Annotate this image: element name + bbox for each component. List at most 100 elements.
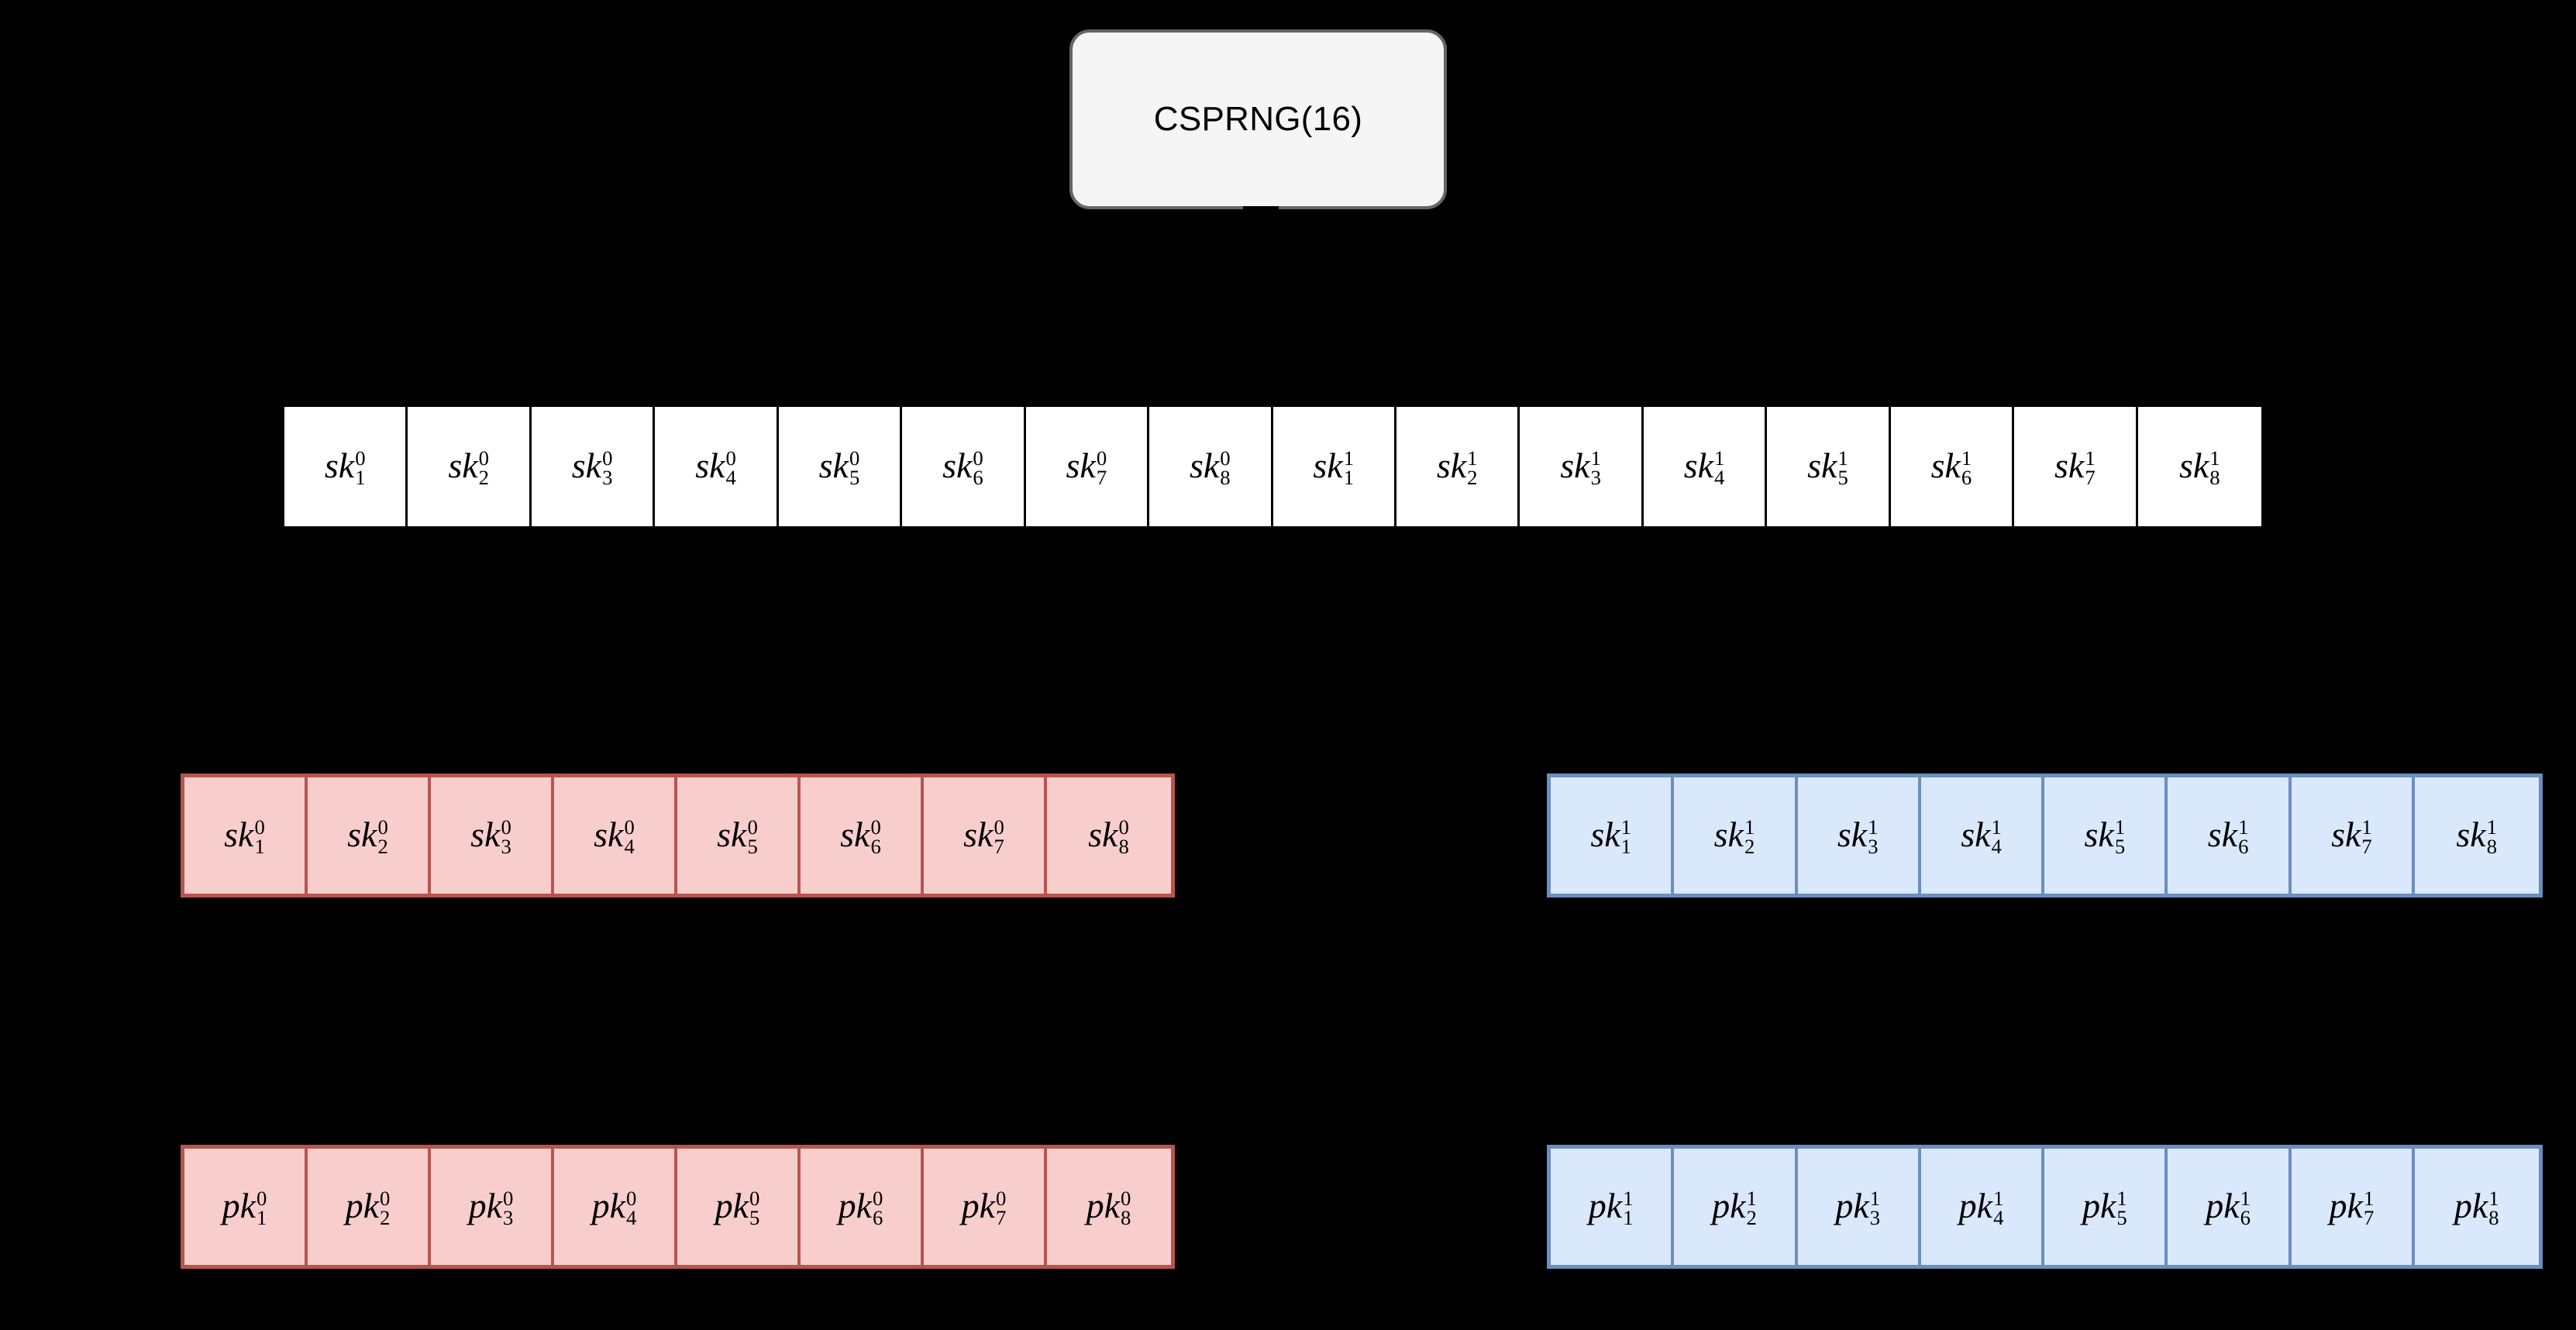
csprng-node[interactable]: CSPRNG(16) (1069, 29, 1447, 209)
key-subscript: 1 (1343, 465, 1355, 489)
key-base: sk (1930, 445, 1961, 485)
key-subscript: 6 (2238, 834, 2249, 858)
key-subscript: 8 (2488, 1205, 2499, 1229)
key-superscript: 1 (2488, 1186, 2499, 1210)
key-superscript: 0 (254, 815, 265, 839)
key-base: pk (345, 1185, 380, 1225)
key-superscript: 0 (1121, 1186, 1131, 1210)
key-base: pk (222, 1185, 257, 1225)
key-base: sk (840, 814, 870, 854)
key-superscript: 0 (749, 1186, 760, 1210)
key-subscript: 6 (973, 465, 983, 489)
key-base: sk (1189, 445, 1220, 485)
key-superscript: 1 (1343, 446, 1355, 470)
key-subscript: 8 (1118, 834, 1129, 858)
key-base: sk (594, 814, 624, 854)
key-base: sk (963, 814, 994, 854)
key-superscript: 1 (2486, 815, 2498, 839)
csprng-label: CSPRNG(16) (1153, 100, 1363, 138)
key-subscript: 1 (254, 834, 265, 858)
key-subscript: 8 (2209, 465, 2220, 489)
key-base: sk (2456, 814, 2486, 854)
key-base: pk (961, 1185, 996, 1225)
key-superscript: 1 (2361, 815, 2372, 839)
key-base: pk (591, 1185, 626, 1225)
key-superscript: 0 (602, 446, 613, 470)
key-superscript: 0 (624, 815, 635, 839)
key-subscript: 4 (725, 465, 736, 489)
key-subscript: 5 (849, 465, 860, 489)
key-subscript: 1 (1620, 834, 1631, 858)
key-base: pk (2206, 1185, 2240, 1225)
key-superscript: 1 (1590, 446, 1601, 470)
key-base: sk (1560, 445, 1590, 485)
key-base: pk (1588, 1185, 1623, 1225)
key-superscript: 1 (2238, 815, 2249, 839)
key-base: sk (1683, 445, 1714, 485)
key-subscript: 5 (747, 834, 758, 858)
key-base: sk (1713, 814, 1744, 854)
key-superscript: 1 (2363, 1186, 2375, 1210)
key-superscript: 1 (1746, 1186, 1757, 1210)
key-base: sk (2331, 814, 2361, 854)
key-subscript: 3 (1590, 465, 1601, 489)
key-base: sk (2084, 814, 2114, 854)
key-superscript: 0 (377, 815, 388, 839)
key-superscript: 1 (1991, 815, 2002, 839)
key-base: pk (1958, 1185, 1993, 1225)
key-subscript: 2 (1744, 834, 1755, 858)
key-base: sk (2178, 445, 2209, 485)
key-base: pk (468, 1185, 503, 1225)
csprng-connector-notch (1243, 206, 1279, 211)
key-subscript: 2 (478, 465, 489, 489)
key-base: sk (818, 445, 849, 485)
key-subscript: 6 (870, 834, 881, 858)
key-superscript: 1 (2209, 446, 2220, 470)
